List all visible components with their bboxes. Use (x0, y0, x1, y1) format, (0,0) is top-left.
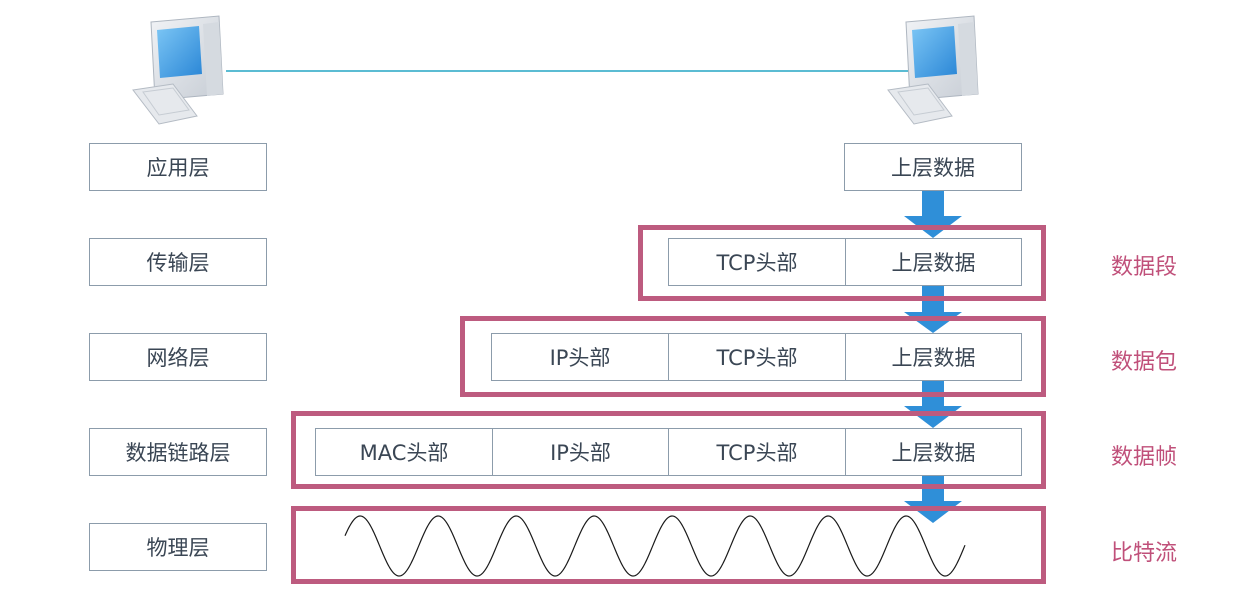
unit-segment-label: 数据段 (1111, 255, 1178, 280)
bitstream-frame (291, 506, 1046, 584)
packet-frame (460, 316, 1046, 397)
down-arrow-icon (904, 286, 962, 333)
upper-data-cell: 上层数据 (844, 143, 1022, 191)
upper-data-cell: 上层数据 (845, 428, 1022, 476)
layer-datalink: 数据链路层 (89, 428, 267, 476)
tcp-header-cell: TCP头部 (668, 428, 846, 476)
upper-data-cell: 上层数据 (845, 333, 1022, 381)
ip-header-cell: IP头部 (491, 333, 669, 381)
upper-data-cell: 上层数据 (845, 238, 1022, 286)
tcp-header-cell: TCP头部 (668, 238, 846, 286)
mac-header-cell: MAC头部 (315, 428, 493, 476)
computer-icon (887, 15, 979, 125)
unit-frame-label: 数据帧 (1111, 445, 1178, 470)
layer-transport: 传输层 (89, 238, 267, 286)
tcp-header-cell: TCP头部 (668, 333, 846, 381)
unit-packet-label: 数据包 (1111, 350, 1178, 375)
layer-physical: 物理层 (89, 523, 267, 571)
unit-bitstream-label: 比特流 (1111, 541, 1178, 566)
layer-network: 网络层 (89, 333, 267, 381)
down-arrow-icon (904, 476, 962, 523)
bitstream-wave (344, 515, 966, 577)
data-frame-frame (291, 411, 1046, 489)
down-arrow-icon (904, 380, 962, 428)
computer-icon (132, 15, 224, 125)
layer-application: 应用层 (89, 143, 267, 191)
segment-frame (638, 225, 1046, 301)
ip-header-cell: IP头部 (492, 428, 669, 476)
